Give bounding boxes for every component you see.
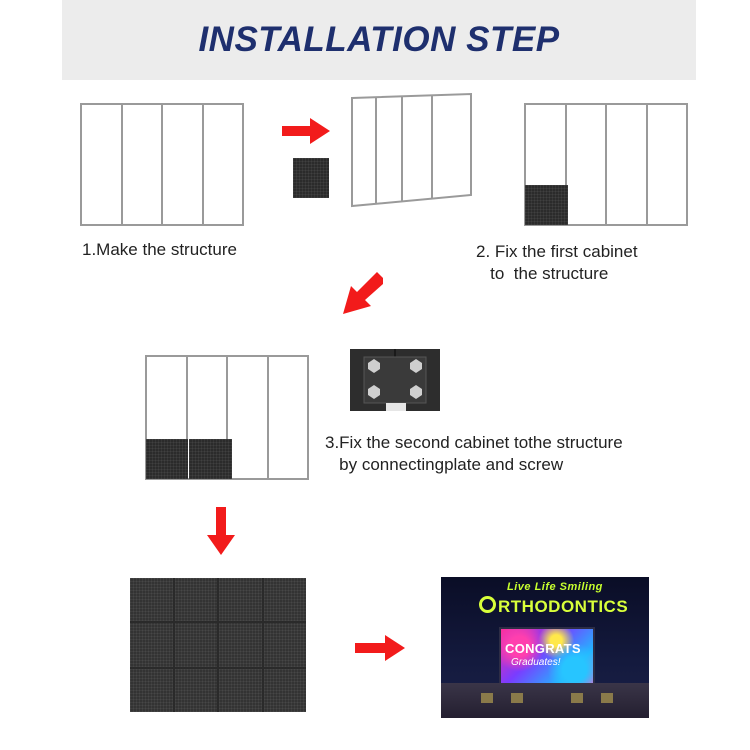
page-title: INSTALLATION STEP bbox=[198, 20, 560, 59]
title-banner: INSTALLATION STEP bbox=[62, 0, 696, 80]
second-cabinet bbox=[189, 439, 232, 479]
sign-tagline: Live Life Smiling bbox=[507, 581, 603, 593]
down-arrow-icon bbox=[207, 507, 235, 555]
step3-label: 3.Fix the second cabinet tothe structure… bbox=[325, 433, 623, 474]
step1-label: 1.Make the structure bbox=[82, 240, 237, 259]
screen-subtext: Graduates! bbox=[511, 657, 561, 668]
right-arrow-icon bbox=[355, 635, 405, 661]
loose-cabinet bbox=[293, 158, 329, 198]
step1-structure-frame bbox=[80, 103, 244, 226]
screen-text: CONGRATS bbox=[505, 641, 581, 656]
first-cabinet bbox=[525, 185, 568, 225]
first-cabinet-step3 bbox=[146, 439, 188, 479]
led-screen bbox=[499, 627, 595, 689]
installed-screen-photo: Live Life Smiling RTHODONTICS CONGRATS G… bbox=[441, 577, 649, 718]
sign-logo-icon bbox=[479, 596, 496, 613]
completed-led-wall bbox=[130, 578, 306, 712]
perspective-structure-frame bbox=[351, 92, 472, 208]
sign-name: RTHODONTICS bbox=[498, 597, 629, 616]
connecting-plate-closeup bbox=[350, 349, 440, 411]
step2-label: 2. Fix the first cabinet to the structur… bbox=[476, 242, 638, 283]
down-left-arrow-icon bbox=[343, 272, 383, 314]
building-facade bbox=[441, 683, 649, 718]
right-arrow-icon bbox=[282, 118, 330, 144]
